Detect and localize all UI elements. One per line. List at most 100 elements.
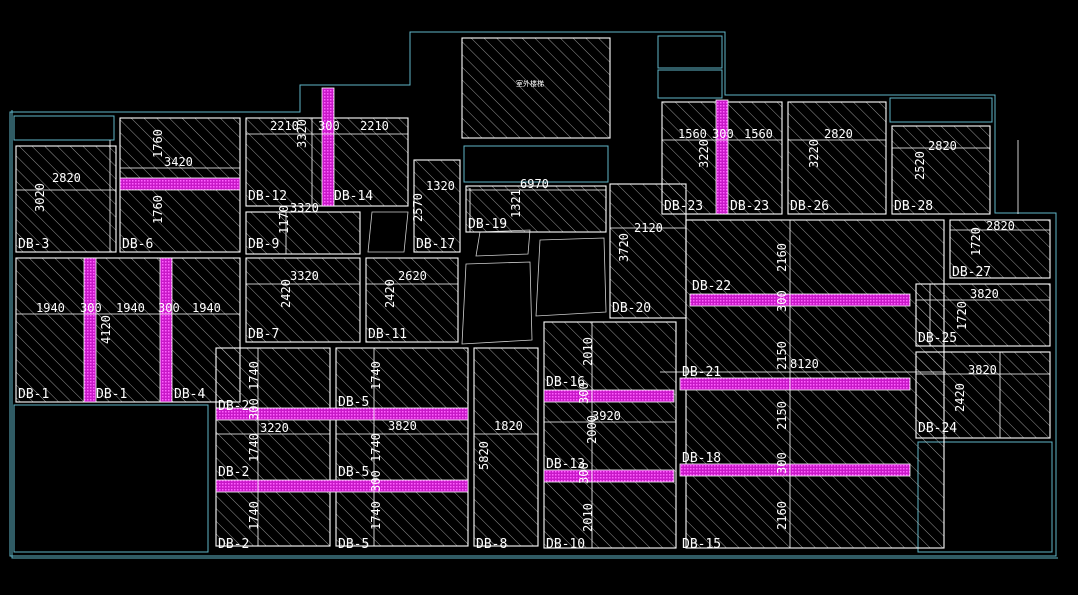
slab-label: DB-11 [368,327,407,342]
dimension-value: 1940 [192,301,221,315]
slab-label: DB-14 [334,189,373,204]
slab-label: DB-7 [248,327,279,342]
beam-strip [83,257,97,403]
dimension-value: 2150 [775,401,789,430]
slab-panel [787,101,887,215]
slab-label: DB-6 [122,237,153,252]
dimension-value: 5820 [477,441,491,470]
dimension-value: 1740 [247,501,261,530]
dimension-value: 1760 [151,195,165,224]
slab-panel [915,351,1051,439]
slab-label: DB-23 [664,199,703,214]
dimension-value: 3820 [970,287,999,301]
slab-panel [245,211,361,255]
dimension-value: 3420 [164,155,193,169]
beam-strip [543,389,675,403]
slab-label: DB-4 [174,387,205,402]
dimension-value: 2120 [634,221,663,235]
beam-strip [679,463,911,477]
slab-panel [15,257,241,403]
slab-panel [335,347,469,547]
dimension-value: 2420 [383,279,397,308]
dimension-value: 2420 [279,279,293,308]
slab-label: DB-15 [682,537,721,552]
dimension-value: 1740 [369,361,383,390]
slab-label: DB-10 [546,537,585,552]
dimension-value: 1170 [277,205,291,234]
beam-strip [215,479,469,493]
slab-panel [891,125,991,215]
slab-label: DB-26 [790,199,829,214]
beam-strip [715,99,729,215]
dimension-value: 4120 [99,315,113,344]
slab-label: DB-5 [338,395,369,410]
slab-label: DB-2 [218,399,249,414]
dimension-value: 1740 [369,433,383,462]
slab-label: DB-9 [248,237,279,252]
slab-label: DB-18 [682,451,721,466]
slab-label: DB-12 [248,189,287,204]
dimension-value: 3220 [697,139,711,168]
dimension-value: 300 [318,119,340,133]
dimension-value: 3320 [295,119,309,148]
dimension-value: 1940 [36,301,65,315]
slab-label: DB-5 [338,465,369,480]
slab-label: DB-24 [918,421,957,436]
dimension-value: 2420 [953,383,967,412]
beam-strip [321,87,335,207]
dimension-value: 1740 [247,361,261,390]
dimension-value: 1320 [426,179,455,193]
beam-strip [119,177,241,191]
slab-label: DB-25 [918,331,957,346]
dimension-value: 1720 [969,227,983,256]
slab-label: DB-8 [476,537,507,552]
dimension-value: 3820 [388,419,417,433]
dimension-lines [16,118,1050,548]
dimension-value: 1740 [369,501,383,530]
dimension-value: 300 [577,462,591,484]
beam-strip [543,469,675,483]
dimension-value: 2160 [775,243,789,272]
wall-outlines [9,31,1058,559]
dimension-value: 3020 [33,183,47,212]
stair-note: 室外楼梯 [516,79,544,88]
dimension-value: 2010 [581,337,595,366]
dimension-value: 3720 [617,233,631,262]
beam-strip [159,257,173,403]
beam-strip [215,407,469,421]
slab-panel [365,257,459,343]
dimension-value: 1560 [678,127,707,141]
dimension-value: 2570 [411,193,425,222]
slab-label: DB-1 [96,387,127,402]
dimension-value: 6970 [520,177,549,191]
dimension-value: 2010 [581,503,595,532]
dimension-value: 1760 [151,129,165,158]
dimension-value: 2210 [360,119,389,133]
slab-panel [413,159,461,253]
dimension-value: 300 [247,398,261,420]
dimension-value: 2150 [775,341,789,370]
slab-label: DB-22 [692,279,731,294]
slab-label: DB-1 [18,387,49,402]
dimension-value: 3220 [807,139,821,168]
dimension-value: 2210 [270,119,299,133]
slab-label: DB-21 [682,365,721,380]
slab-label: DB-27 [952,265,991,280]
dimension-value: 2160 [775,501,789,530]
slab-panel [915,283,1051,347]
dimension-value: 3820 [968,363,997,377]
slab-label: DB-2 [218,465,249,480]
slab-label: DB-2 [218,537,249,552]
dimension-value: 300 [775,452,789,474]
dimension-value: 2000 [585,415,599,444]
dimension-value: 2820 [928,139,957,153]
slab-label: DB-16 [546,375,585,390]
slab-label: DB-3 [18,237,49,252]
slab-label: DB-28 [894,199,933,214]
dimension-value: 1740 [247,433,261,462]
dimension-value: 3920 [592,409,621,423]
dimension-value: 2520 [913,151,927,180]
slab-panel [473,347,539,547]
